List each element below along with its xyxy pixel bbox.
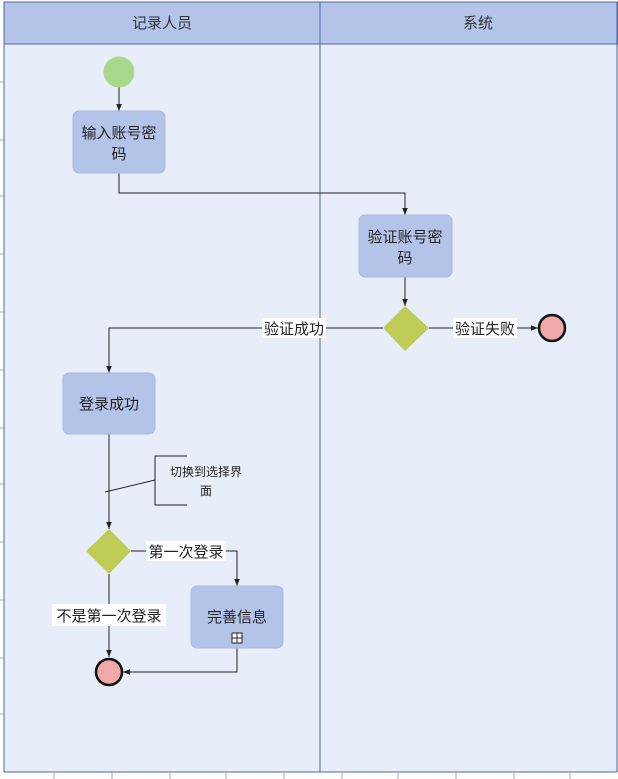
activity-input-credentials-line2: 码: [111, 145, 126, 163]
end-node-main: [94, 657, 124, 687]
subprocess-icon: [231, 632, 243, 644]
edge-label-first-login: 第一次登录: [148, 543, 223, 561]
lane-title-left: 记录人员: [132, 14, 192, 32]
note-line2: 面: [200, 484, 212, 498]
flow-input-to-verify: [118, 173, 408, 215]
note-connector: [104, 479, 156, 493]
edge-label-bg-first: [146, 541, 226, 561]
flow-complete-to-end: [123, 648, 238, 675]
edge-label-bg-fail: [453, 318, 517, 338]
activity-verify-credentials-line2: 码: [397, 249, 412, 267]
edge-label-verify-fail: 验证失败: [455, 320, 515, 338]
activity-complete-info: [190, 585, 284, 649]
edge-label-verify-success: 验证成功: [264, 320, 324, 338]
activity-input-credentials: [72, 110, 166, 174]
decision-first-login: [86, 529, 131, 574]
activity-input-credentials-line1: 输入账号密: [81, 124, 156, 142]
lane-title-right: 系统: [463, 14, 493, 32]
lane-header-right: [319, 1, 618, 45]
edge-label-bg-success: [262, 318, 326, 338]
activity-login-success: [62, 372, 156, 435]
note-line1: 切换到选择界: [170, 465, 242, 479]
activity-verify-credentials-line1: 验证账号密: [367, 228, 442, 246]
decision-verify-result: [383, 306, 429, 351]
activity-complete-info-label: 完善信息: [207, 608, 267, 626]
end-node-fail: [537, 313, 567, 343]
edge-label-not-first-login: 不是第一次登录: [56, 607, 161, 625]
lane-header-left: [3, 1, 321, 45]
activity-login-success-label: 登录成功: [79, 395, 139, 413]
ruler-left: [0, 81, 4, 715]
start-node: [103, 56, 135, 88]
activity-verify-credentials: [358, 214, 453, 278]
edge-label-bg-not-first: [52, 604, 166, 626]
ruler-bottom: [53, 772, 571, 779]
